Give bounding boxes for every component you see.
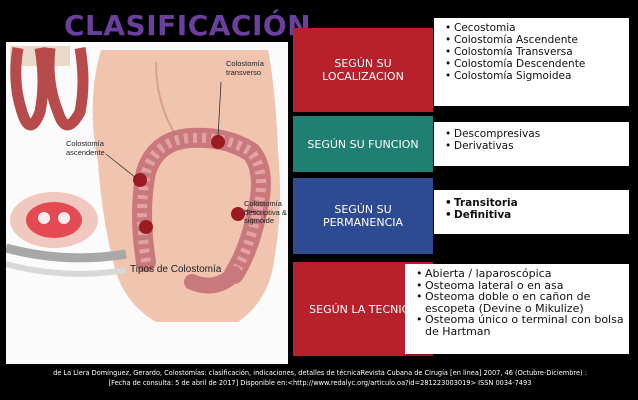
list-item: Cecostomia	[445, 22, 625, 34]
colostomy-illustration: Colostomía transverso Colostomía ascende…	[6, 42, 288, 364]
list-item: Colostomía Transversa	[445, 46, 625, 58]
list-item: Transitoria	[445, 197, 625, 209]
category-funcion: SEGÚN SU FUNCION	[293, 116, 433, 172]
category-tecnica-label: SEGÚN LA TECNICA	[309, 302, 417, 316]
stoma-ascending	[133, 173, 147, 187]
list-item: Colostomía Sigmoidea	[445, 70, 625, 82]
list-item: Osteoma lateral o en asa	[416, 279, 625, 292]
section-wall	[6, 243, 127, 263]
colostomy-diagram-svg	[6, 46, 281, 322]
list-item: Descompresivas	[445, 128, 625, 140]
label-ascending: Colostomía ascendente	[66, 139, 105, 157]
category-localizacion: SEGÚN SU LOCALIZACION	[293, 28, 433, 112]
stoma-cecum	[139, 220, 153, 234]
page-title: CLASIFICACIÓN	[64, 9, 312, 42]
loop-left	[10, 47, 49, 131]
label-descending: Colostomía descriptiva & sigmoide	[244, 199, 287, 225]
label-transverse: Colostomía transverso	[226, 59, 264, 77]
colon-haustra	[137, 132, 266, 277]
list-item: Abierta / laparoscópica	[416, 268, 625, 280]
category-funcion-label: SEGÚN SU FUNCION	[307, 137, 419, 151]
stoma-descending	[231, 207, 245, 221]
list-item: Osteoma único o terminal con bolsa de Ha…	[416, 314, 625, 337]
section-bowel	[26, 202, 82, 238]
citation-line-2: [Fecha de consulta: 5 de abril de 2017] …	[108, 379, 532, 387]
sigmoid-shape	[184, 266, 242, 294]
category-localizacion-label: SEGÚN SU LOCALIZACION	[322, 57, 404, 83]
stoma-transverse	[211, 135, 225, 149]
list-item: Osteoma doble o en cañon de escopeta (De…	[416, 291, 625, 314]
list-item: Definitiva	[445, 209, 625, 221]
citation-line-1: de La Llera Domínguez, Gerardo, Colostom…	[53, 369, 587, 377]
category-permanencia: SEGÚN SU PERMANENCIA	[293, 178, 433, 254]
torso-shade	[155, 61, 175, 133]
details-tecnica: Abierta / laparoscópica Osteoma lateral …	[405, 264, 629, 354]
loop-right	[43, 47, 89, 131]
details-permanencia: Transitoria Definitiva	[434, 190, 629, 234]
details-funcion: Descompresivas Derivativas	[434, 122, 629, 166]
list-item: Colostomía Descendente	[445, 58, 625, 70]
list-item: Colostomía Ascendente	[445, 34, 625, 46]
list-item: Derivativas	[445, 140, 625, 152]
category-permanencia-label: SEGÚN SU PERMANENCIA	[322, 203, 404, 229]
label-types: Tipos de Colostomía	[130, 264, 222, 275]
details-localizacion: Cecostomia Colostomía Ascendente Colosto…	[434, 18, 629, 106]
citation: de La Llera Domínguez, Gerardo, Colostom…	[14, 368, 626, 388]
